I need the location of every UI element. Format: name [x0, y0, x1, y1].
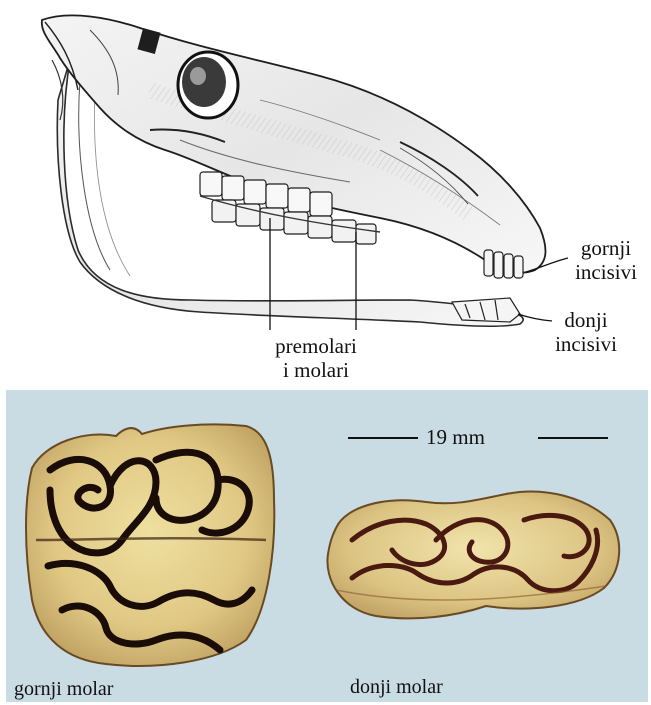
molar-photos: [6, 390, 648, 702]
label-premolars-molars-text: premolari i molari: [258, 334, 374, 382]
upper-molar-photo: [26, 424, 274, 665]
scale-label: 19 mm: [426, 426, 485, 448]
lower-incisor-teeth: [452, 298, 520, 322]
label-premolars-molars: premolari i molari: [258, 334, 374, 382]
lower-molar-photo: [327, 492, 619, 619]
label-lower-incisors-text: donji incisivi: [540, 308, 632, 356]
label-upper-incisors-text: gornji incisivi: [564, 236, 648, 284]
molar-photo-panel: 19 mm gornji molar donji molar: [6, 390, 648, 702]
label-upper-incisors: gornji incisivi: [564, 236, 648, 284]
label-lower-molar: donji molar: [350, 676, 443, 698]
label-upper-molar: gornji molar: [14, 678, 113, 700]
label-lower-incisors: donji incisivi: [540, 308, 632, 356]
